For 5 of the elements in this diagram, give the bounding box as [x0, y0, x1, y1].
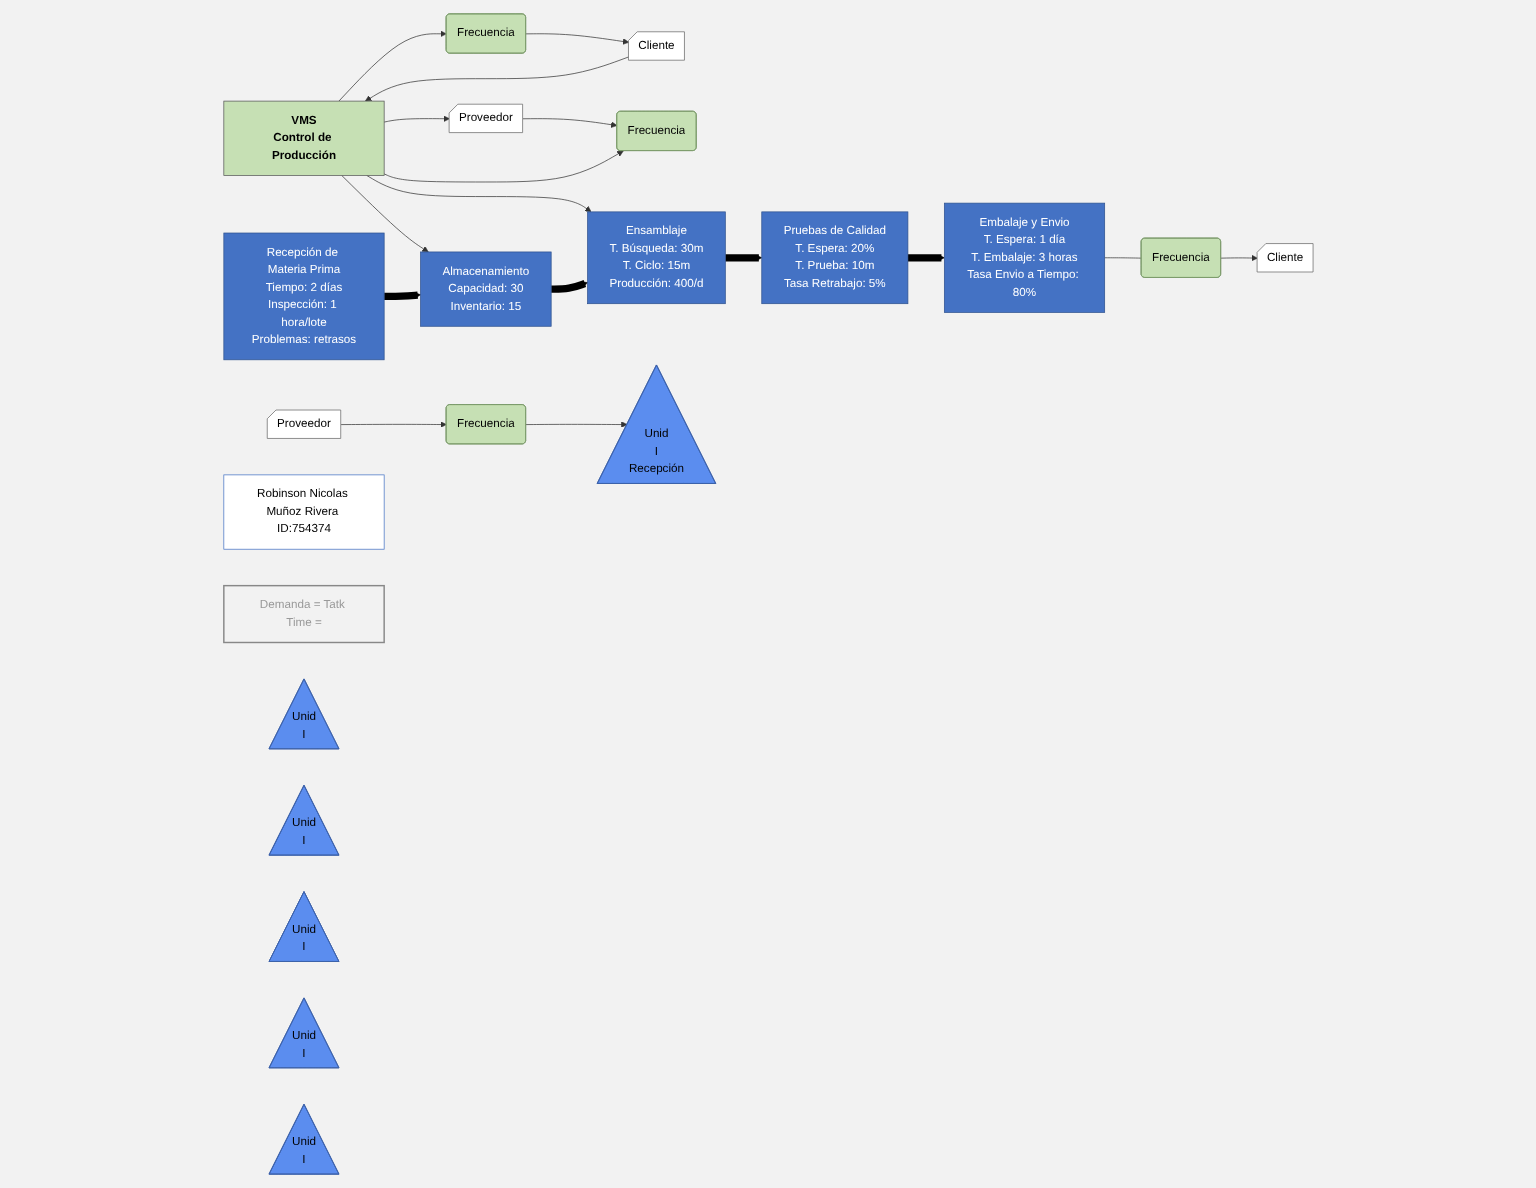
arrow — [550, 280, 588, 293]
connector — [1103, 257, 1142, 259]
arrow — [906, 254, 945, 262]
arrow — [724, 254, 762, 262]
arrow — [383, 291, 421, 301]
